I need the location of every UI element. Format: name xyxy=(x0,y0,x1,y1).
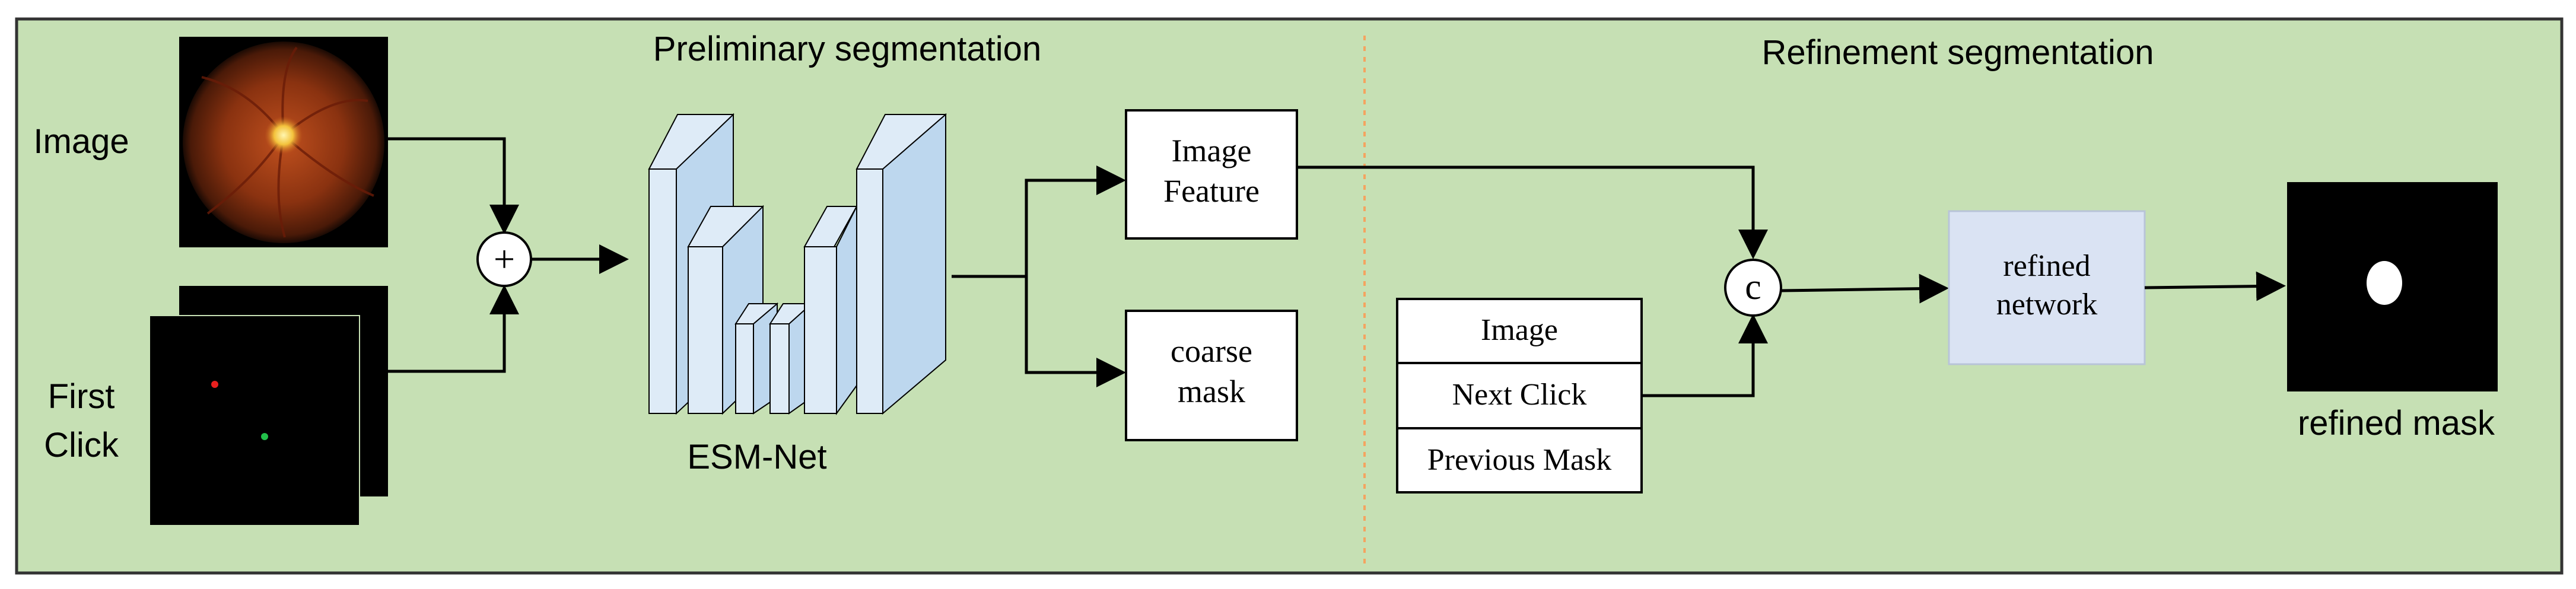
concat-node: c xyxy=(1724,259,1782,317)
refinement-segmentation-title: Refinement segmentation xyxy=(1762,33,2154,72)
diagram-background xyxy=(15,17,2564,575)
esm-net-label: ESM-Net xyxy=(687,438,826,476)
red-click-dot xyxy=(211,381,218,388)
add-symbol: + xyxy=(494,238,515,280)
stack-row-previous-mask: Previous Mask xyxy=(1427,443,1612,477)
stack-row-next-click: Next Click xyxy=(1452,378,1587,412)
click-to-add-arrow xyxy=(388,285,519,373)
refined-mask-image xyxy=(2287,182,2498,391)
first-click-label-line1: First xyxy=(48,377,115,416)
image-feature-line2: Feature xyxy=(1163,173,1260,209)
green-click-dot xyxy=(261,433,268,440)
coarse-mask-box: coarse mask xyxy=(1125,310,1298,441)
esm-net-blocks xyxy=(648,113,947,416)
preliminary-segmentation-title: Preliminary segmentation xyxy=(653,30,1041,68)
coarse-mask-line2: mask xyxy=(1178,374,1245,409)
stack-row-image: Image xyxy=(1481,313,1558,347)
feature-to-concat-arrow xyxy=(1297,165,1768,259)
image-input-label: Image xyxy=(33,122,129,161)
refined-network-line2: network xyxy=(1996,288,2097,321)
to-image-feature-arrow xyxy=(1025,165,1126,276)
refinement-input-stack: Image Next Click Previous Mask xyxy=(1396,298,1643,494)
image-to-add-arrow xyxy=(388,137,519,234)
refined-mask-label: refined mask xyxy=(2298,404,2495,442)
refined-to-mask-arrow xyxy=(2144,271,2286,301)
click-map-image xyxy=(149,286,388,526)
coarse-mask-line1: coarse xyxy=(1171,333,1252,369)
stack-to-concat-arrow xyxy=(1642,314,1768,397)
concat-to-refined-arrow xyxy=(1780,273,1949,304)
image-feature-box: Image Feature xyxy=(1125,109,1298,240)
add-node: + xyxy=(476,231,532,287)
first-click-label-line2: Click xyxy=(44,426,119,464)
refined-network-line1: refined xyxy=(2003,249,2090,283)
to-coarse-mask-arrow xyxy=(1025,276,1126,387)
refined-network-box: refined network xyxy=(1948,210,2146,365)
fundus-image xyxy=(179,37,388,247)
concat-symbol: c xyxy=(1745,267,1761,307)
image-feature-line1: Image xyxy=(1172,133,1252,168)
